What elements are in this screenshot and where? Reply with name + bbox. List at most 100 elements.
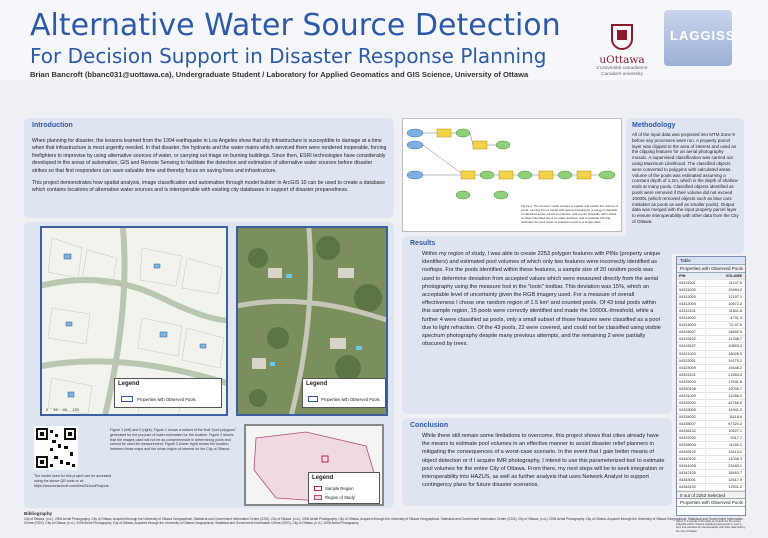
cell-volume: 11118.6 [729,414,742,419]
model-builder-diagram [406,128,616,200]
cell-pin: 04324101 [677,371,706,378]
table-row[interactable]: 04335007 67324.3 [677,420,745,429]
cell-pin: 04335007 [677,420,706,428]
cell-volume: 10672.2 [728,302,742,307]
cell-pin: 04338004 [677,442,706,449]
cell-pin: 04332002 [677,399,706,406]
pool-polygons-map: Legend Properties with Observed Pools [40,226,228,416]
qr-note: The model used for this project can be a… [34,474,112,488]
uottawa-tagline-en: Canada's university [601,72,643,77]
table-header-row: PIN VOLUME [677,273,745,281]
cell-pin: 04330108 [677,385,706,392]
results-text: Within my region of study, I was able to… [422,251,661,348]
column-header-volume[interactable]: VOLUME [725,274,742,278]
table-caption: Figure 5. A sample of the table of conte… [676,520,746,533]
qr-code[interactable] [34,426,78,470]
map3-legend-title: Legend [312,475,334,481]
cell-pin: 04312004 [677,301,706,308]
map1-legend-item: Properties with Observed Pools [137,397,196,402]
qr-code-icon [34,426,78,470]
cell-volume: 12617.9 [728,478,742,483]
map2-legend-swatch [308,396,318,402]
cell-pin: 04343001 [677,477,706,484]
table-row[interactable]: 04343001 12617.9 [677,477,745,485]
table-layer-name: Properties with Observed Pools [677,265,745,273]
cell-volume: 67324.3 [728,421,742,426]
map1-legend: Legend Properties with Observed Pools [114,378,222,408]
cell-volume: 16113.1 [728,450,742,455]
bibliography-text: City of Ottawa, (n.d.). 2008 Aerial Phot… [24,517,743,525]
cell-pin: 04341005 [677,463,706,470]
table-row[interactable]: 04334002 11118.6 [677,413,745,421]
cell-pin: 04342105 [677,470,706,477]
table-selection-status: 0 out of 2253 Selected [677,491,745,500]
cell-pin: 04339102 [677,449,706,456]
column-header-pin[interactable]: PIN [677,273,706,280]
cell-pin: 04312101 [677,308,706,315]
uottawa-logo: uOttawa L'Université canadienne Canada's… [592,24,652,78]
table-row[interactable]: 04324101 21553.3 [677,371,745,379]
cell-pin: 04311001 [677,280,706,287]
introduction-paragraph-2: This project demonstrates how spatial an… [32,180,385,194]
cell-volume: 11048.3 [728,457,742,462]
cell-volume: 11286.2 [728,393,742,398]
cell-pin: 04325003 [677,378,706,385]
attribute-table-window: Table Properties with Observed Pools PIN… [676,256,746,516]
poster-header: Alternative Water Source Detection For D… [0,0,768,80]
scale-tick-0: 0 [46,408,49,412]
bibliography-title: Bibliography [24,511,53,516]
scale-tick-2: 90 [62,408,68,412]
cell-volume: 10853.2 [728,344,742,349]
laggiss-name: LAGGISS [670,28,736,43]
table-row[interactable]: 04312004 10672.2 [677,301,745,309]
bibliography: Bibliography City of Ottawa, (n.d.). 200… [24,511,744,525]
cell-volume: 11511.6 [728,309,742,314]
table-row[interactable]: 04338004 11160.1 [677,442,745,450]
author-line: Brian Bancroft (bbanc031@uottawa.ca), Un… [30,70,529,79]
methodology-text: All of the input data was projected into… [632,132,739,224]
cell-volume: 21553.3 [728,372,742,377]
region-of-study-swatch [314,495,322,500]
cell-volume: 17631.8 [728,379,742,384]
table-layer-tab[interactable]: Properties with Observed Pools [677,499,745,508]
table-row[interactable]: 04340102 11048.3 [677,456,745,464]
uottawa-name: uOttawa [599,54,645,66]
legend-sample-region: Sample Region [325,486,354,491]
cell-pin: 04334002 [677,413,706,420]
results-title: Results [410,240,436,247]
table-row[interactable]: 04325003 17631.8 [677,378,745,386]
legend-region-of-study: Region of Study [325,495,355,500]
cell-volume: 4791.3 [730,316,742,321]
cell-volume: 19448.2 [728,365,742,370]
table-row[interactable]: 04314002 4791.3 [677,315,745,323]
table-row[interactable]: 04312101 11511.6 [677,308,745,316]
introduction-panel: Introduction When planning for disaster,… [24,118,394,218]
cell-volume: 9317.7 [730,436,742,441]
cell-pin: 04311005 [677,287,706,294]
cell-volume: 14692.9 [728,330,742,335]
cell-volume: 11160.1 [728,443,742,448]
cell-pin: 04340102 [677,456,706,463]
cell-pin: 04314002 [677,315,706,322]
maps-caption: Figure 1 (left) and 2 (right). Figure 1 … [110,428,237,452]
table-row[interactable]: 04339102 16113.1 [677,449,745,457]
